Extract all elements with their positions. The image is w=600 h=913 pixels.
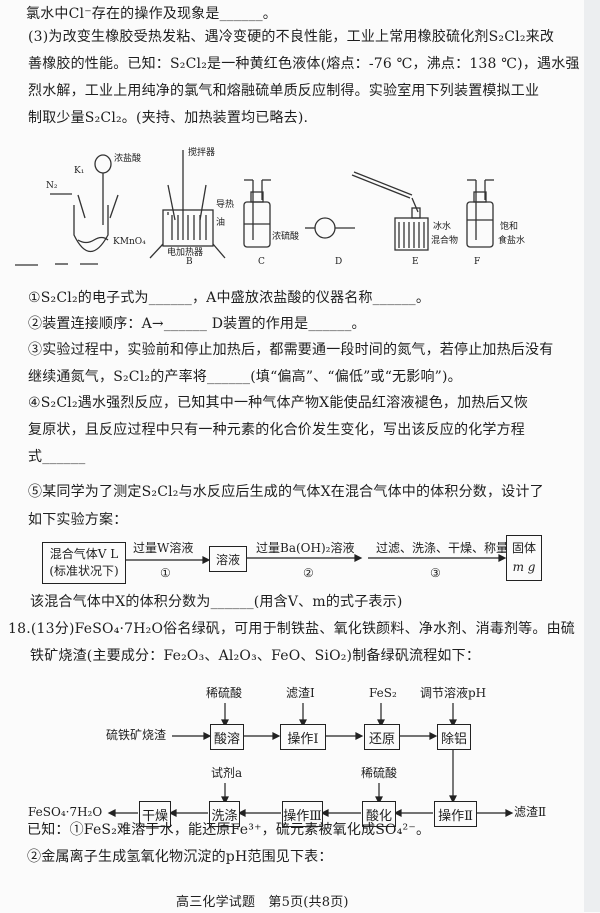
- label-e: E: [412, 257, 419, 267]
- question-4-cont: 式______: [28, 449, 86, 465]
- question-18: 18.(13分)FeSO₄·7H₂O俗名绿矾，可用于制铁盐、氧化铁颜料、净水剂、…: [8, 621, 575, 637]
- box-text: m g: [512, 560, 536, 574]
- label-c: C: [258, 257, 265, 267]
- label-f: F: [474, 257, 481, 267]
- residue-2-label: 滤渣Ⅱ: [514, 805, 547, 819]
- step-wash: 洗涤: [209, 801, 240, 827]
- step-remove-al: 除铝: [437, 724, 471, 750]
- experiment-flowchart: 混合气体V L (标准状况下) 过量W溶液 ① 溶液 过量Ba(OH)₂溶液 ②…: [0, 530, 584, 590]
- text-line: 氯水中Cl⁻存在的操作及现象是______。: [26, 6, 277, 22]
- label-heater: 电加热器: [167, 248, 204, 258]
- label-b: B: [186, 257, 193, 267]
- box-text: 混合气体V L: [49, 547, 119, 561]
- step2-num: ②: [303, 566, 314, 580]
- input-dilute-h2so4: 稀硫酸: [206, 686, 243, 700]
- apparatus-drawing: [15, 150, 494, 266]
- label-conc-h2so4: 浓硫酸: [272, 232, 300, 242]
- known-note-1: 已知：①FeS₂难溶于水，能还原Fe³⁺，硫元素被氧化成SO₄²⁻。: [27, 822, 431, 838]
- label-heat: 导热: [216, 200, 235, 210]
- text-line: (3)为改变生橡胶受热发粘、遇冷变硬的不良性能，工业上常用橡胶硫化剂S₂Cl₂来…: [28, 29, 555, 45]
- solution-box: 溶液: [209, 546, 247, 572]
- process-arrows: [107, 703, 514, 817]
- label-brine: 食盐水: [498, 236, 526, 246]
- text-line: 制取少量S₂Cl₂。(夹持、加热装置均已略去).: [28, 110, 309, 126]
- input-adjust-ph: 调节溶液pH: [420, 686, 487, 700]
- known-note-2: ②金属离子生成氢氧化物沉淀的pH范围见下表：: [27, 849, 333, 865]
- step1-num: ①: [160, 566, 171, 580]
- page-footer: 高三化学试题 第5页(共8页): [176, 895, 349, 910]
- step-operation-1: 操作Ⅰ: [280, 724, 326, 750]
- question-4-cont: 复原状，且反应过程中只有一种元素的化合价发生变化，写出该反应的化学方程: [28, 422, 525, 438]
- product-label: FeSO₄·7H₂O: [28, 805, 103, 819]
- question-18-cont: 铁矿烧渣(主要成分：Fe₂O₃、Al₂O₃、FeO、SiO₂)制备绿矾流程如下：: [30, 648, 481, 664]
- label-ice-water: 冰水: [433, 222, 452, 232]
- step-acid-dissolve: 酸溶: [210, 724, 244, 750]
- question-3: ③实验过程中，实验前和停止加热后，都需要通一段时间的氮气，若停止加热后没有: [28, 342, 554, 358]
- question-1: ①S₂Cl₂的电子式为______，A中盛放浓盐酸的仪器名称______。: [28, 290, 431, 306]
- label-conc-hcl: 浓盐酸: [114, 154, 142, 164]
- question-2: ②装置连接顺序：A→______ D装置的作用是______。: [28, 316, 366, 332]
- input-fes2: FeS₂: [369, 686, 397, 700]
- step-operation-2: 操作Ⅱ: [434, 801, 477, 827]
- box-text: (标准状况下): [49, 564, 119, 578]
- label-d: D: [335, 257, 343, 267]
- input-dilute-h2so4-2: 稀硫酸: [361, 766, 398, 780]
- label-k1: K₁: [74, 166, 85, 176]
- apparatus-diagram: 浓盐酸 K₁ N₂ KMnO₄ 搅拌器 导热 油 电加热器 浓硫酸 冰水 混合物…: [0, 140, 584, 270]
- input-reagent-a: 试剂a: [211, 766, 243, 780]
- label-kmno4: KMnO₄: [113, 237, 146, 247]
- mixed-gas-box: 混合气体V L (标准状况下): [42, 542, 126, 584]
- volume-fraction-question: 该混合气体中X的体积分数为______(用含V、m的式子表示): [30, 594, 403, 610]
- step3-num: ③: [430, 566, 441, 580]
- box-text: 固体: [511, 541, 536, 555]
- step-reduction: 还原: [364, 724, 400, 750]
- process-flowchart: 硫铁矿烧渣 酸溶 操作Ⅰ 还原 除铝 稀硫酸 滤渣Ⅰ FeS₂ 调节溶液pH F…: [0, 670, 584, 830]
- question-5-cont: 如下实验方案：: [28, 512, 128, 528]
- text-line: 善橡胶的性能。已知：S₂Cl₂是一种黄红色液体(熔点：-76 ℃，沸点：138 …: [28, 56, 580, 72]
- step2-label: 过量Ba(OH)₂溶液: [256, 541, 355, 555]
- step-operation-3: 操作Ⅲ: [282, 801, 323, 827]
- step-dry: 干燥: [139, 801, 171, 827]
- solid-box: 固体 m g: [506, 535, 542, 581]
- label-oil: 油: [216, 218, 226, 228]
- raw-material-label: 硫铁矿烧渣: [106, 728, 167, 742]
- flow-arrows: [125, 554, 507, 564]
- question-3-cont: 继续通氮气，S₂Cl₂的产率将______(填“偏高”、“偏低”或“无影响”)。: [28, 369, 462, 385]
- question-4: ④S₂Cl₂遇水强烈反应，已知其中一种气体产物X能使品红溶液褪色，加热后又恢: [28, 395, 529, 411]
- question-5: ⑤某同学为了测定S₂Cl₂与水反应后生成的气体X在混合气体中的体积分数，设计了: [28, 484, 544, 500]
- page-edge: [584, 0, 600, 912]
- label-saturated: 饱和: [500, 222, 519, 232]
- label-n2: N₂: [46, 181, 58, 191]
- step1-label: 过量W溶液: [133, 541, 194, 555]
- step3-label: 过滤、洗涤、干燥、称量: [376, 541, 509, 555]
- text-line: 烈水解，工业上用纯净的氯气和熔融硫单质反应制得。实验室用下列装置模拟工业: [28, 83, 540, 99]
- label-mixture: 混合物: [431, 236, 459, 246]
- input-residue-1: 滤渣Ⅰ: [286, 686, 315, 700]
- label-stirrer: 搅拌器: [188, 148, 216, 158]
- step-acidify: 酸化: [362, 801, 396, 827]
